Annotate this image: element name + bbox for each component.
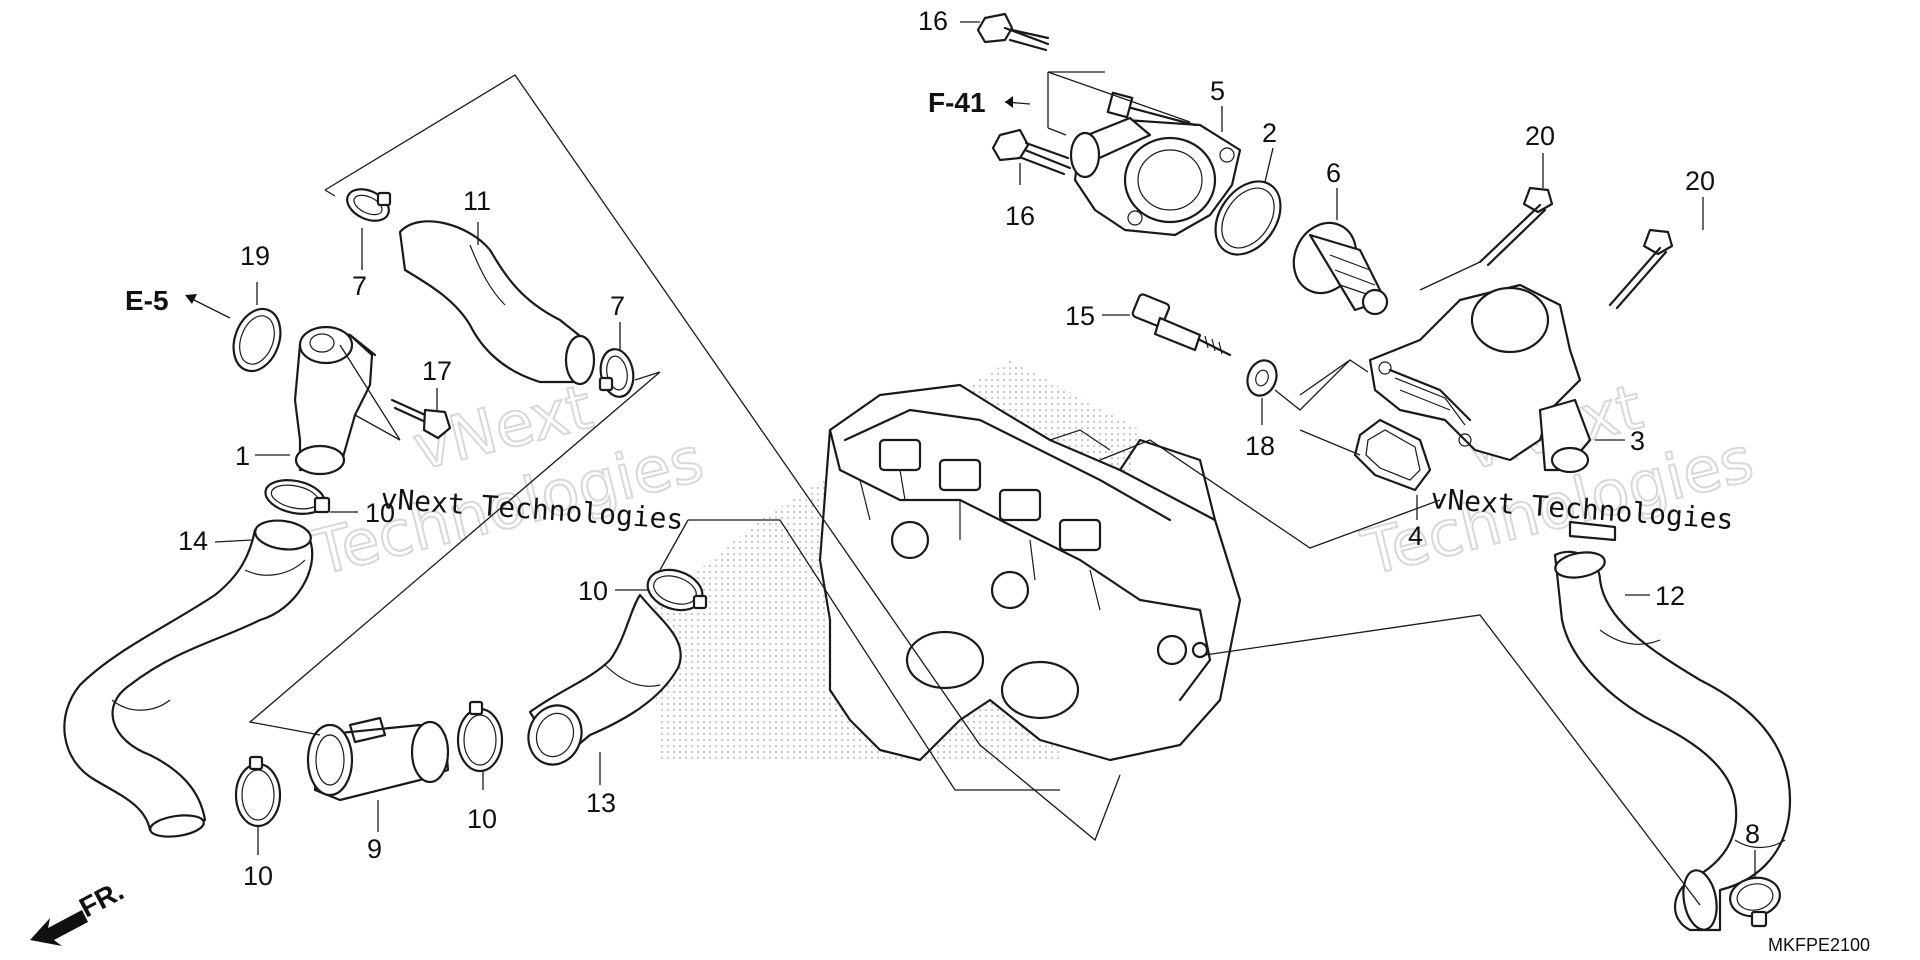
- leader-lines: [185, 21, 1756, 906]
- gasket-4: [1353, 418, 1432, 492]
- water-outlet-1: [293, 325, 377, 476]
- callout-7-right: 7: [610, 291, 625, 321]
- callout-10-upper: 10: [365, 498, 395, 528]
- callout-7-left: 7: [352, 271, 367, 301]
- front-arrow: FR.: [30, 875, 129, 946]
- bolt-16-mid: [1106, 91, 1197, 127]
- engine-block: [818, 383, 1242, 762]
- clamp-8: [1729, 876, 1781, 928]
- callout-12: 12: [1655, 581, 1685, 611]
- callout-18: 18: [1245, 431, 1275, 461]
- callout-10-mid: 10: [578, 576, 608, 606]
- callout-3: 3: [1630, 426, 1645, 456]
- clamp-10-mid: [646, 568, 708, 612]
- callout-15: 15: [1065, 301, 1095, 331]
- bolt-17: [390, 398, 452, 440]
- callout-17: 17: [422, 356, 452, 386]
- clamp-7-left: [346, 188, 392, 222]
- callout-4: 4: [1408, 521, 1423, 551]
- callout-16-top: 16: [918, 6, 948, 36]
- bolt-20-left: [1478, 186, 1554, 267]
- diagram-code: MKFPE2100: [1768, 935, 1870, 955]
- hose-12: [1553, 550, 1792, 932]
- callout-11: 11: [463, 186, 491, 216]
- callout-10-right: 10: [467, 804, 497, 834]
- callout-16-lower: 16: [1005, 201, 1035, 231]
- o-ring-19: [232, 307, 282, 373]
- callout-20-right: 20: [1685, 166, 1715, 196]
- clamp-10-lower: [234, 755, 282, 828]
- hose-11: [398, 220, 596, 386]
- joint-pipe-9: [306, 716, 450, 802]
- clamp-10-right: [456, 700, 504, 773]
- callout-10-lower: 10: [243, 861, 273, 891]
- ref-e5: E-5: [125, 285, 169, 316]
- bolt-20-right: [1608, 228, 1674, 310]
- temp-sensor-15: [1131, 293, 1232, 357]
- callout-1: 1: [235, 441, 250, 471]
- callout-9: 9: [367, 834, 382, 864]
- callout-labels: 16 16 5 2 6 20 20 11 7 7 19 17 1 10 14 1…: [178, 6, 1760, 891]
- bolt-16-top: [976, 12, 1050, 52]
- callout-20-left: 20: [1525, 121, 1555, 151]
- callout-5: 5: [1210, 76, 1225, 106]
- clamp-3-small: [1568, 520, 1617, 542]
- watermark-left: vNext Technologies: [304, 369, 711, 591]
- callout-19: 19: [240, 241, 270, 271]
- callout-6: 6: [1326, 158, 1341, 188]
- callout-8: 8: [1745, 819, 1760, 849]
- hose-14: [63, 519, 314, 838]
- ref-f41: F-41: [928, 87, 986, 118]
- thermostat-6: [1292, 221, 1389, 316]
- bolt-16-lower: [991, 128, 1072, 176]
- o-ring-2: [1214, 180, 1282, 256]
- water-pump-housing-3: [1368, 283, 1592, 474]
- clamp-10-upper: [264, 479, 331, 515]
- callout-13: 13: [586, 788, 616, 818]
- callout-2: 2: [1262, 118, 1277, 148]
- clamp-7-right: [598, 348, 635, 398]
- callout-14: 14: [178, 526, 208, 556]
- washer-18: [1246, 359, 1278, 397]
- thermostat-housing-part-5: [1069, 116, 1242, 237]
- hose-13: [527, 593, 682, 766]
